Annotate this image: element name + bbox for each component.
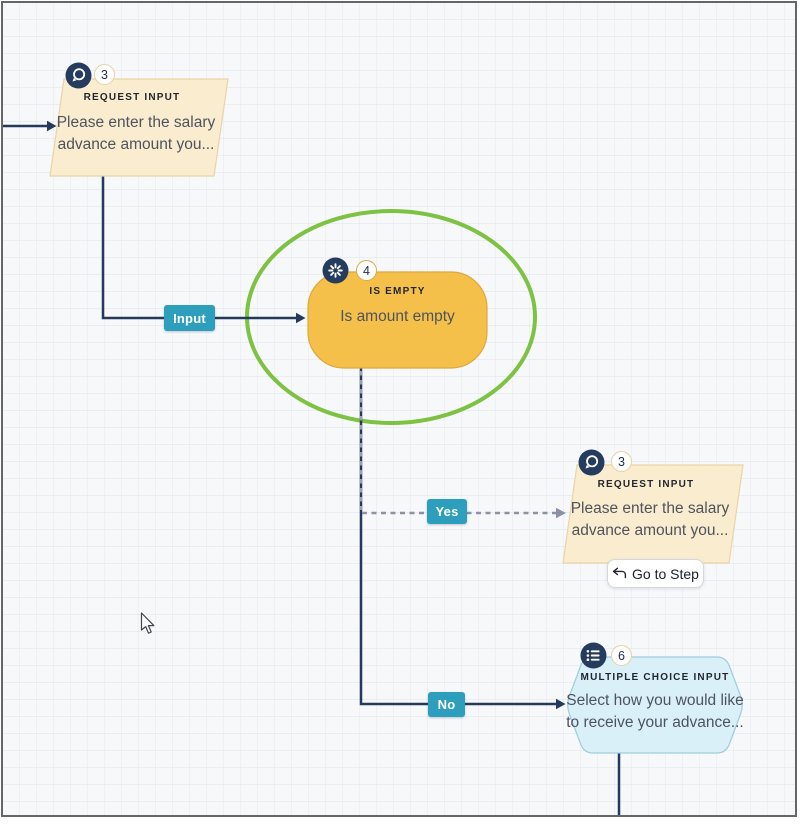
edge-input bbox=[101, 176, 296, 320]
step-badge: 6 bbox=[611, 645, 632, 666]
chat-icon bbox=[578, 449, 605, 476]
step-badge: 3 bbox=[94, 64, 115, 85]
node-choice-shape[interactable] bbox=[567, 656, 743, 754]
step-badge: 3 bbox=[611, 451, 632, 472]
node-body-text: Please enter the salary advance amount y… bbox=[44, 112, 228, 155]
spinner-icon bbox=[322, 257, 349, 284]
node-condition-shape[interactable] bbox=[307, 271, 488, 369]
node-type-label: REQUEST INPUT bbox=[83, 92, 181, 103]
node-type-label: MULTIPLE CHOICE INPUT bbox=[580, 672, 730, 683]
chat-icon bbox=[65, 62, 92, 89]
node-request-top-shape[interactable] bbox=[49, 78, 229, 177]
node-body-text: Is amount empty bbox=[340, 308, 455, 325]
node-body-line: Please enter the salary bbox=[570, 500, 730, 517]
node-body-text: Please enter the salary advance amount y… bbox=[558, 498, 742, 541]
node-request-right-shape[interactable] bbox=[562, 464, 744, 564]
node-body-line: Please enter the salary bbox=[56, 114, 216, 131]
node-body-line: advance amount you... bbox=[57, 135, 215, 153]
edge-label-input[interactable]: Input bbox=[164, 305, 215, 331]
mouse-cursor bbox=[140, 612, 155, 634]
node-body-line: to receive your advance... bbox=[566, 713, 744, 731]
node-type-label: REQUEST INPUT bbox=[597, 479, 695, 490]
edge-no bbox=[359, 368, 556, 706]
node-body-line: advance amount you... bbox=[571, 521, 729, 539]
arrowhead-entry bbox=[47, 120, 57, 132]
step-badge: 4 bbox=[356, 260, 377, 281]
edge-label-no[interactable]: No bbox=[428, 692, 465, 717]
go-to-step-label: Go to Step bbox=[632, 565, 699, 582]
node-body-line: Select how you would like bbox=[566, 692, 744, 709]
arrowhead-no bbox=[556, 698, 566, 710]
go-to-step-icon bbox=[612, 567, 627, 580]
go-to-step-button[interactable]: Go to Step bbox=[607, 559, 704, 588]
arrowhead-yes bbox=[556, 507, 566, 519]
list-icon bbox=[580, 642, 607, 669]
arrowhead-input bbox=[296, 312, 306, 324]
node-body-text: Select how you would like to receive you… bbox=[560, 690, 750, 733]
edge-label-yes[interactable]: Yes bbox=[427, 499, 467, 524]
node-type-label: IS EMPTY bbox=[369, 286, 426, 297]
